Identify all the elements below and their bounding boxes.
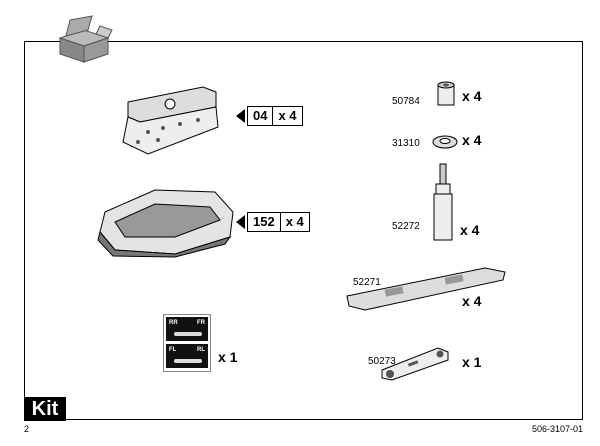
- sticker-label: RL: [197, 347, 205, 353]
- sticker-front: FL RL: [166, 344, 208, 368]
- part-code: 152: [247, 212, 281, 232]
- sticker-sheet: RR FR FL RL: [163, 314, 211, 372]
- part-number: 31310: [392, 138, 420, 149]
- box-icon: [58, 15, 113, 63]
- part-qty: x 1: [462, 354, 482, 370]
- sticker-label: FR: [197, 320, 205, 326]
- foot-pack-label: 152 x 4: [236, 212, 310, 232]
- bracket-illustration: [122, 86, 219, 155]
- part-qty: x 4: [462, 293, 482, 309]
- part-number: 52271: [353, 277, 381, 288]
- part-qty: x 4: [280, 212, 310, 232]
- pointer-triangle-icon: [236, 109, 245, 123]
- part-qty: x 4: [460, 222, 480, 238]
- bracket-label: 04 x 4: [236, 106, 303, 126]
- doc-number: 506-3107-01: [531, 424, 583, 434]
- wrench-illustration: [381, 347, 449, 381]
- part-qty: x 4: [462, 132, 482, 148]
- part-code: 04: [247, 106, 274, 126]
- part-qty: x 4: [462, 88, 482, 104]
- part-qty: x 4: [273, 106, 303, 126]
- part-number: 50784: [392, 96, 420, 107]
- sticker-label: RR: [169, 320, 178, 326]
- page-frame: [24, 41, 583, 420]
- washer-illustration: [432, 135, 458, 149]
- part-number: 50273: [368, 356, 396, 367]
- spacer-bolt-illustration: [433, 163, 453, 241]
- plate-illustration: [346, 267, 506, 311]
- section-label: Kit: [24, 397, 66, 421]
- sticker-qty: x 1: [218, 349, 238, 365]
- page-number: 2: [24, 424, 30, 434]
- sticker-rear: RR FR: [166, 317, 208, 341]
- nut-illustration: [437, 81, 455, 106]
- part-number: 52272: [392, 221, 420, 232]
- sticker-label: FL: [169, 347, 177, 353]
- pointer-triangle-icon: [236, 215, 245, 229]
- foot-pack-illustration: [97, 189, 234, 258]
